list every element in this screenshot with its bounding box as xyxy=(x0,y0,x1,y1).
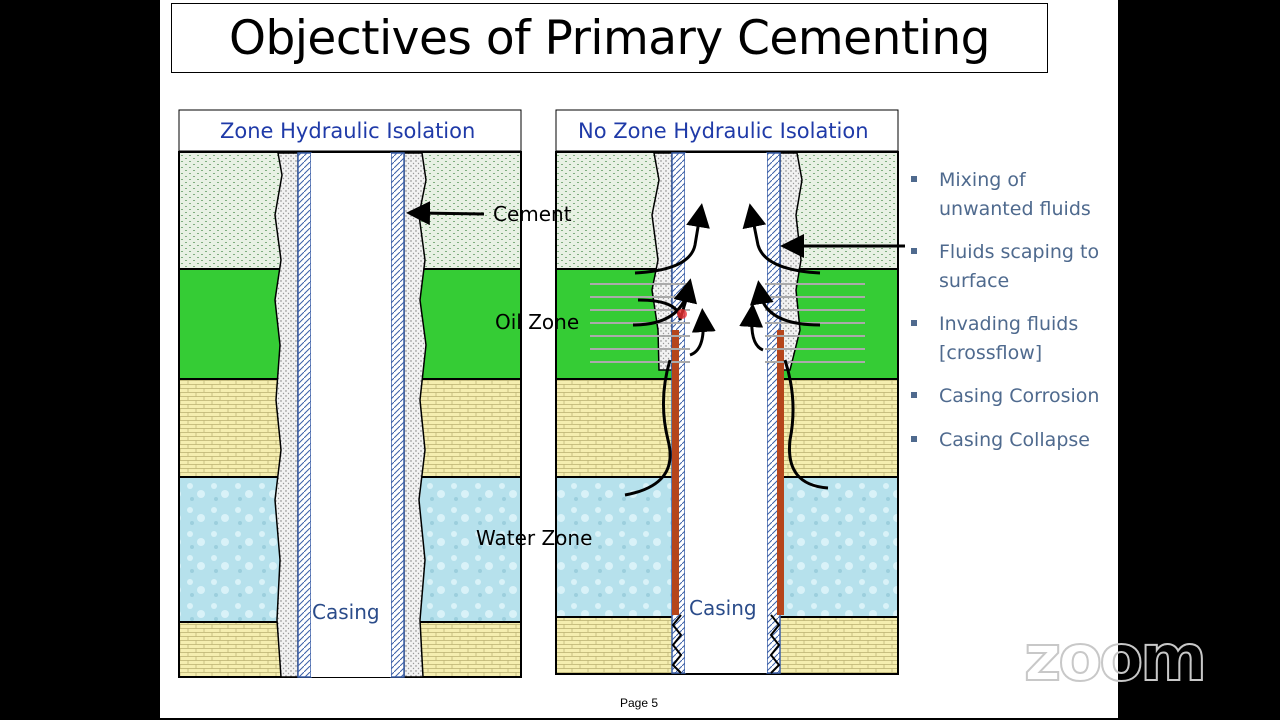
list-item: Mixing of unwanted fluids xyxy=(908,166,1108,223)
slide-title: Objectives of Primary Cementing xyxy=(229,10,990,66)
left-casing-label: Casing xyxy=(312,600,380,624)
list-item: Fluids scaping to surface xyxy=(908,238,1108,295)
zoom-logo: zoom xyxy=(1023,621,1208,697)
water-zone-label: Water Zone xyxy=(476,526,593,550)
left-panel xyxy=(178,109,522,678)
bullet-square-icon xyxy=(911,320,917,326)
bullet-square-icon xyxy=(911,392,917,398)
right-panel-title: No Zone Hydraulic Isolation xyxy=(578,119,869,143)
list-item: Invading fluids [crossflow] xyxy=(908,310,1108,367)
objectives-list: Mixing of unwanted fluids Fluids scaping… xyxy=(908,166,1108,469)
right-casing-label: Casing xyxy=(689,596,757,620)
title-box: Objectives of Primary Cementing xyxy=(171,3,1048,73)
left-panel-title: Zone Hydraulic Isolation xyxy=(220,119,476,143)
list-item: Casing Collapse xyxy=(908,426,1108,455)
bullet-square-icon xyxy=(911,435,917,442)
cement-label: Cement xyxy=(493,202,572,226)
bullet-square-icon xyxy=(911,176,917,182)
right-panel xyxy=(555,109,905,675)
bullet-square-icon xyxy=(911,248,917,254)
wellbore-diagram xyxy=(178,109,905,678)
oil-zone-label: Oil Zone xyxy=(495,310,580,334)
list-item: Casing Corrosion xyxy=(908,382,1108,411)
page-number: Page 5 xyxy=(620,696,659,710)
slide: Objectives of Primary Cementing xyxy=(160,0,1118,718)
